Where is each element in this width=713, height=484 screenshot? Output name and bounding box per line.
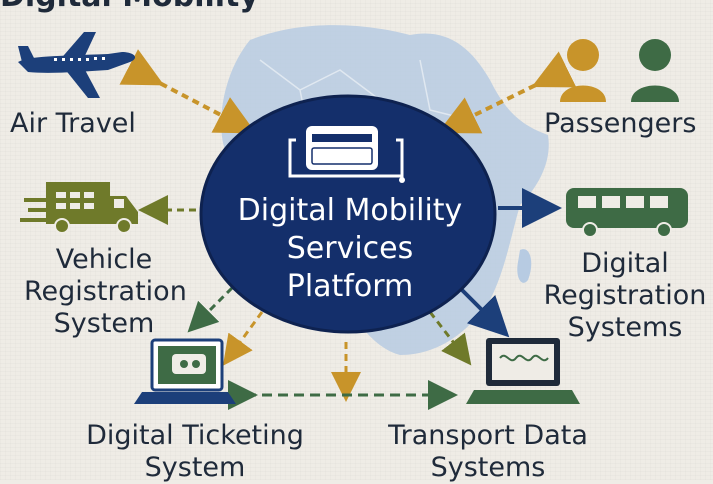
passengers-icon [560,39,679,102]
laptop-icon [466,338,580,404]
digital-registration-label: Digital Registration Systems [543,248,707,343]
arrow-right-lower [460,288,510,338]
digital-ticketing-label: Digital Ticketing System [86,420,304,483]
passengers-label: Passengers [544,108,697,139]
platform-title: Digital Mobility Services Platform [237,193,463,304]
arrow-ticketing [222,311,264,366]
transport-data-label: Transport Data Systems [388,420,588,483]
platform-ellipse [199,94,497,334]
truck-icon [20,182,138,234]
madagascar [517,249,532,283]
arrow-passengers [437,51,577,134]
platform-card-icon [288,126,405,183]
air-travel-label: Air Travel [10,108,136,139]
arrow-transport-data [428,311,472,366]
bus-icon [566,188,688,238]
vehicle-registration-label: Vehicle Registration System [24,244,187,339]
tablet-icon [134,338,236,404]
svg-text:Digital Mobility: Digital Mobility [0,0,259,14]
arrow-air-travel [119,49,257,134]
airplane-icon [18,32,136,98]
arrow-left-lower [187,286,234,333]
